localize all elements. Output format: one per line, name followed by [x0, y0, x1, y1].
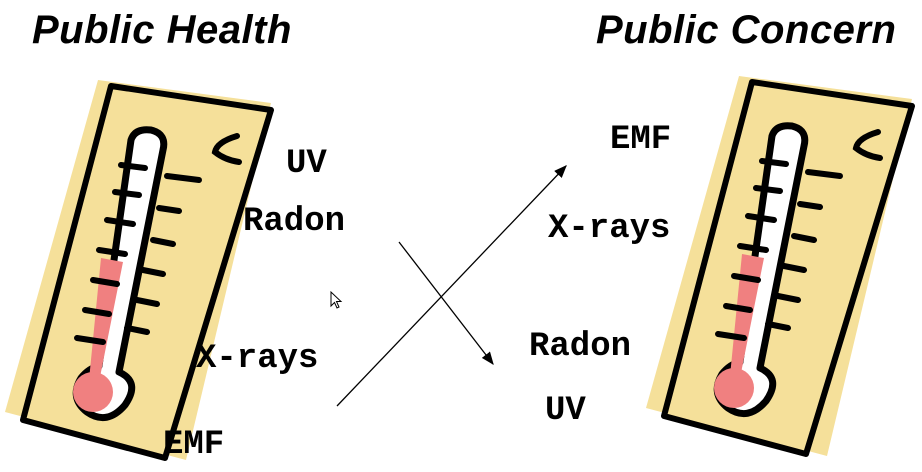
left-item-xrays: X-rays	[196, 340, 318, 378]
left-item-uv: UV	[286, 145, 327, 183]
arrow-down-right	[399, 242, 493, 364]
right-thermometer	[646, 76, 912, 456]
mouse-cursor-icon	[331, 292, 341, 308]
left-item-emf: EMF	[163, 426, 224, 464]
right-item-radon: Radon	[529, 328, 631, 366]
right-item-xrays: X-rays	[548, 210, 670, 248]
left-thermometer	[5, 80, 271, 460]
left-item-radon: Radon	[243, 203, 345, 241]
right-item-uv: UV	[545, 392, 586, 430]
arrow-up-right	[337, 166, 566, 406]
right-item-emf: EMF	[610, 121, 671, 159]
